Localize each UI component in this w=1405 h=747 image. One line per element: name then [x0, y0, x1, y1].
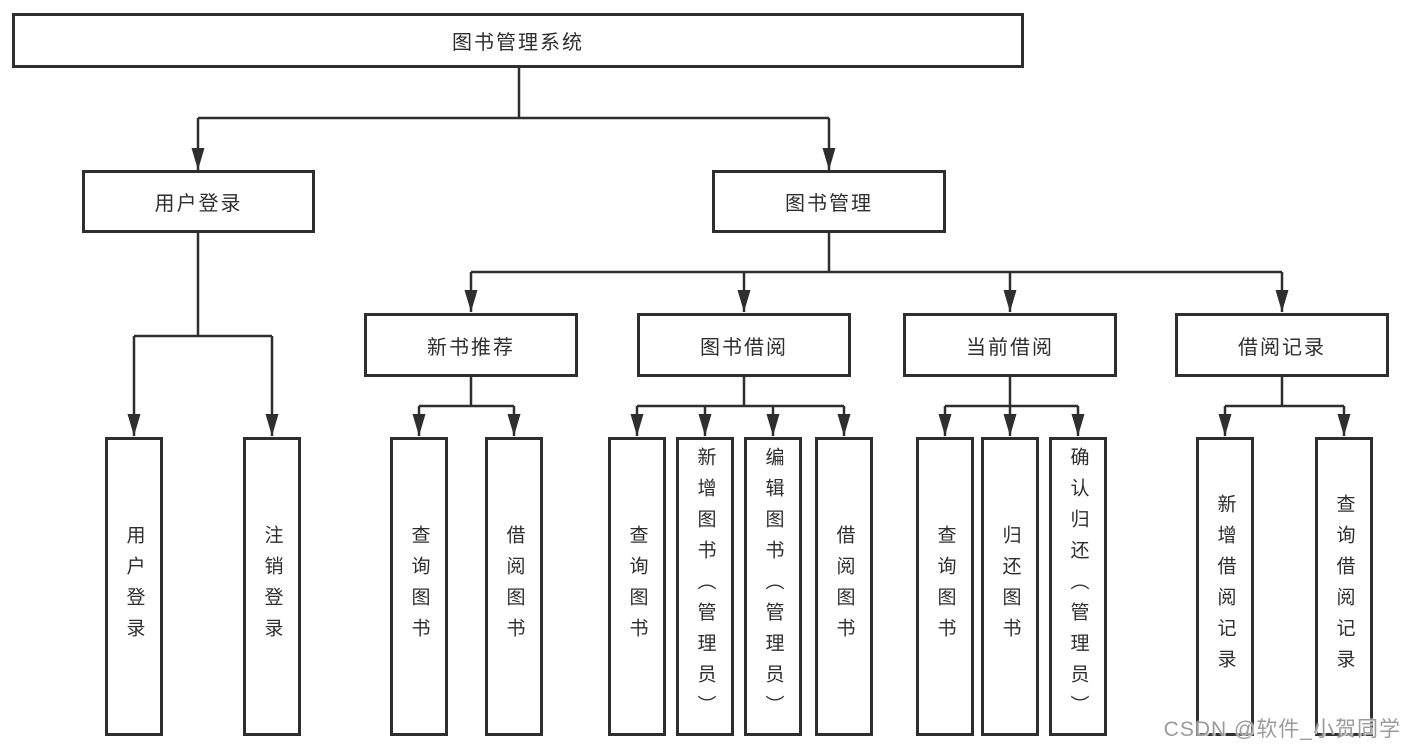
node-root: 图书管理系统	[12, 13, 1024, 68]
node-query-books-recommend: 查询图书	[390, 437, 448, 736]
node-label: 图书借阅	[700, 336, 788, 359]
node-label: 借阅图书	[833, 524, 855, 649]
node-borrow-books-leaf: 借阅图书	[815, 437, 873, 736]
csdn-watermark: CSDN @软件_小贺同学	[1163, 718, 1401, 741]
node-user-login: 用户登录	[82, 170, 315, 233]
node-logout: 注销登录	[243, 437, 301, 736]
node-query-books-current: 查询图书	[916, 437, 974, 736]
node-query-borrow-record: 查询借阅记录	[1315, 437, 1373, 736]
node-add-book-admin: 新增图书（管理员）	[676, 437, 734, 736]
node-book-management: 图书管理	[712, 170, 946, 233]
node-label: 确认归还（管理员）	[1067, 447, 1089, 726]
node-label: 新书推荐	[427, 336, 515, 359]
node-label: 编辑图书（管理员）	[762, 447, 784, 726]
node-user-login-leaf: 用户登录	[105, 437, 163, 736]
node-label: 新增图书（管理员）	[694, 447, 716, 726]
node-confirm-return-admin: 确认归还（管理员）	[1049, 437, 1107, 736]
node-label: 图书管理	[785, 193, 873, 215]
connector-user-login	[127, 233, 279, 436]
node-label: 用户登录	[154, 193, 243, 215]
connector-book-management	[464, 233, 1289, 312]
node-borrowing-records: 借阅记录	[1175, 313, 1389, 377]
node-borrow-books-recommend: 借阅图书	[485, 437, 543, 736]
connector-borrowing-records	[1218, 377, 1351, 436]
node-add-borrow-record: 新增借阅记录	[1196, 437, 1254, 736]
node-return-books: 归还图书	[981, 437, 1039, 736]
node-label: 新增借阅记录	[1214, 493, 1236, 680]
node-label: 借阅记录	[1238, 336, 1326, 359]
node-label: 用户登录	[123, 524, 145, 649]
connector-new-book-recommend	[412, 377, 521, 436]
node-edit-book-admin: 编辑图书（管理员）	[744, 437, 802, 736]
node-label: 查询图书	[934, 524, 956, 649]
connector-book-borrowing	[630, 377, 851, 436]
node-label: 归还图书	[999, 524, 1021, 649]
node-query-books-borrow: 查询图书	[608, 437, 666, 736]
node-label: 查询借阅记录	[1333, 493, 1355, 680]
connector-root	[191, 68, 836, 170]
node-label: 当前借阅	[966, 336, 1054, 359]
node-label: 借阅图书	[503, 524, 525, 649]
node-new-book-recommend: 新书推荐	[364, 313, 578, 377]
node-book-borrowing: 图书借阅	[637, 313, 851, 377]
node-label: 图书管理系统	[452, 32, 584, 54]
node-label: 查询图书	[626, 524, 648, 649]
node-label: 查询图书	[408, 524, 430, 649]
node-current-borrowing: 当前借阅	[903, 313, 1117, 377]
node-label: 注销登录	[261, 524, 283, 649]
connector-current-borrowing	[938, 377, 1085, 436]
